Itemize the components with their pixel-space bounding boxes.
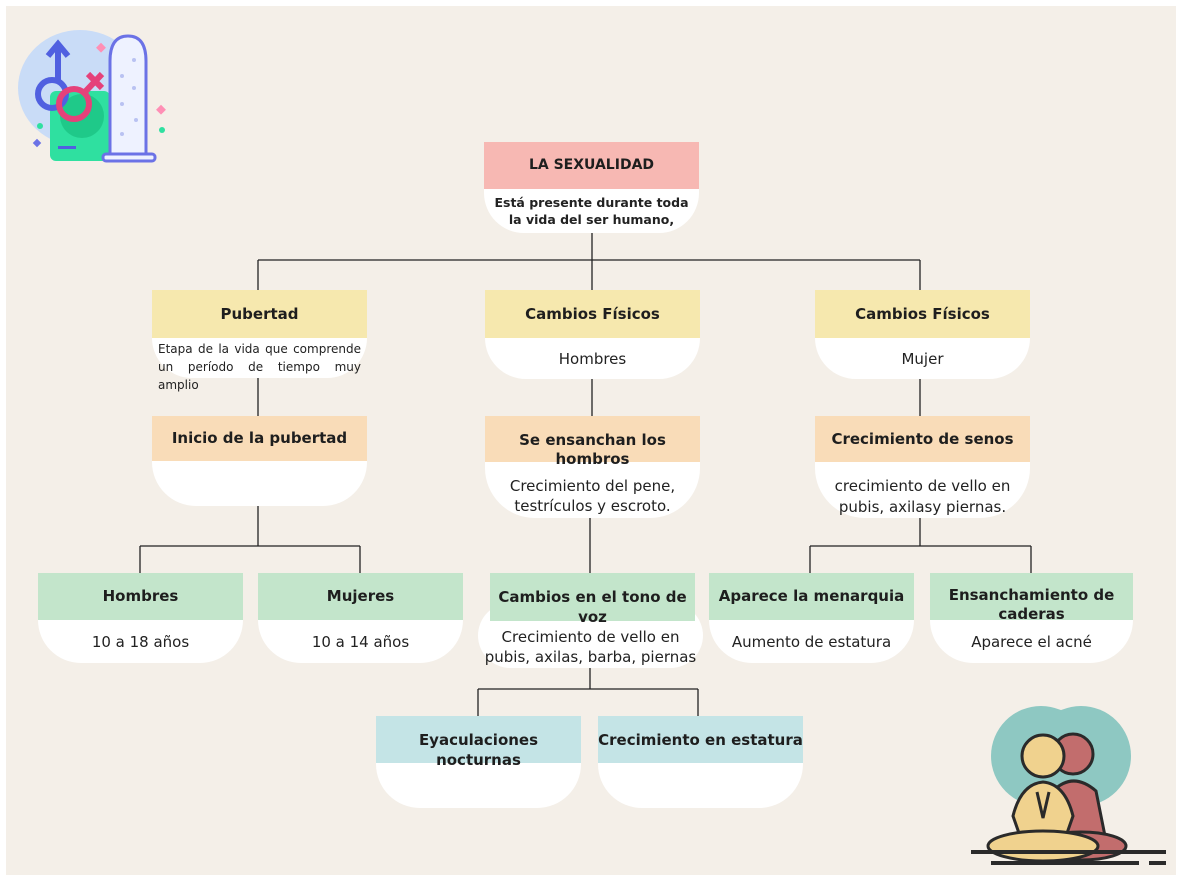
node-cambios-fisicos-mujer: Mujer Cambios Físicos [815, 290, 1030, 379]
node-title: Crecimiento de senos [815, 416, 1030, 462]
node-eyaculaciones: Eyaculaciones nocturnas [376, 716, 581, 808]
node-body: Está presente durante toda la vida del s… [484, 189, 699, 233]
node-inicio-pubertad: Inicio de la pubertad [152, 416, 367, 506]
node-body: Hombres [485, 338, 700, 379]
connector-lines [139, 233, 1032, 716]
node-text: 10 a 14 años [311, 633, 410, 651]
node-body: Etapa de la vida que comprende un períod… [152, 338, 367, 392]
node-body [376, 763, 581, 808]
node-body: Aparece el acné [930, 620, 1133, 663]
node-title: Cambios Físicos [485, 290, 700, 338]
node-title: Cambios Físicos [815, 290, 1030, 338]
node-ensanchan-hombros: Crecimiento del pene, testrículos y escr… [485, 416, 700, 518]
node-text: Está presente durante toda la vida del s… [494, 195, 689, 227]
node-la-sexualidad: Está presente durante toda la vida del s… [484, 142, 699, 233]
gender-symbols-condom-icon [18, 30, 166, 163]
node-body [152, 461, 367, 506]
node-text: Mujer [901, 350, 944, 368]
node-edad-mujeres: 10 a 14 años Mujeres [258, 573, 463, 663]
node-cambios-fisicos-hombres: Hombres Cambios Físicos [485, 290, 700, 379]
node-title: Hombres [38, 573, 243, 620]
node-text: Crecimiento de vello en pubis, axilas, b… [484, 628, 697, 666]
node-body [598, 763, 803, 808]
node-edad-hombres: 10 a 18 años Hombres [38, 573, 243, 663]
node-body: Crecimiento del pene, testrículos y escr… [485, 462, 700, 518]
node-title: Crecimiento en estatura [598, 716, 803, 763]
node-body: 10 a 18 años [38, 620, 243, 663]
node-text: Aumento de estatura [731, 633, 892, 651]
node-body: Mujer [815, 338, 1030, 379]
node-text: Crecimiento del pene, testrículos y escr… [509, 477, 676, 515]
node-title: Eyaculaciones nocturnas [376, 716, 581, 769]
node-text: Hombres [558, 350, 627, 368]
node-menarquia: Aumento de estatura Aparece la menarquia [709, 573, 914, 663]
node-title: Ensanchamiento de caderas [930, 573, 1133, 623]
node-body: Aumento de estatura [709, 620, 914, 663]
node-pubertad: Etapa de la vida que comprende un períod… [152, 290, 367, 392]
diagram-canvas: Está presente durante toda la vida del s… [6, 6, 1176, 875]
node-title: Aparece la menarquia [709, 573, 914, 620]
node-title: LA SEXUALIDAD [484, 142, 699, 189]
node-body: 10 a 14 años [258, 620, 463, 663]
node-title: Inicio de la pubertad [152, 416, 367, 461]
node-text: Etapa de la vida que comprende un períod… [158, 342, 361, 392]
node-caderas: Aparece el acné Ensanchamiento de cadera… [930, 573, 1133, 663]
node-text: Aparece el acné [971, 633, 1092, 651]
node-crecimiento-estatura: Crecimiento en estatura [598, 716, 803, 808]
node-text: crecimiento de vello en pubis, axilasy p… [834, 477, 1011, 516]
node-tono-voz: Crecimiento de vello en pubis, axilas, b… [478, 573, 703, 668]
node-title: Se ensanchan los hombros [485, 416, 700, 468]
node-body: crecimiento de vello en pubis, axilasy p… [815, 462, 1030, 518]
node-title: Cambios en el tono de voz [490, 573, 695, 626]
node-title: Pubertad [152, 290, 367, 338]
node-title: Mujeres [258, 573, 463, 620]
meditating-couple-icon [971, 706, 1166, 865]
node-crecimiento-senos: crecimiento de vello en pubis, axilasy p… [815, 416, 1030, 518]
node-text: 10 a 18 años [91, 633, 190, 651]
